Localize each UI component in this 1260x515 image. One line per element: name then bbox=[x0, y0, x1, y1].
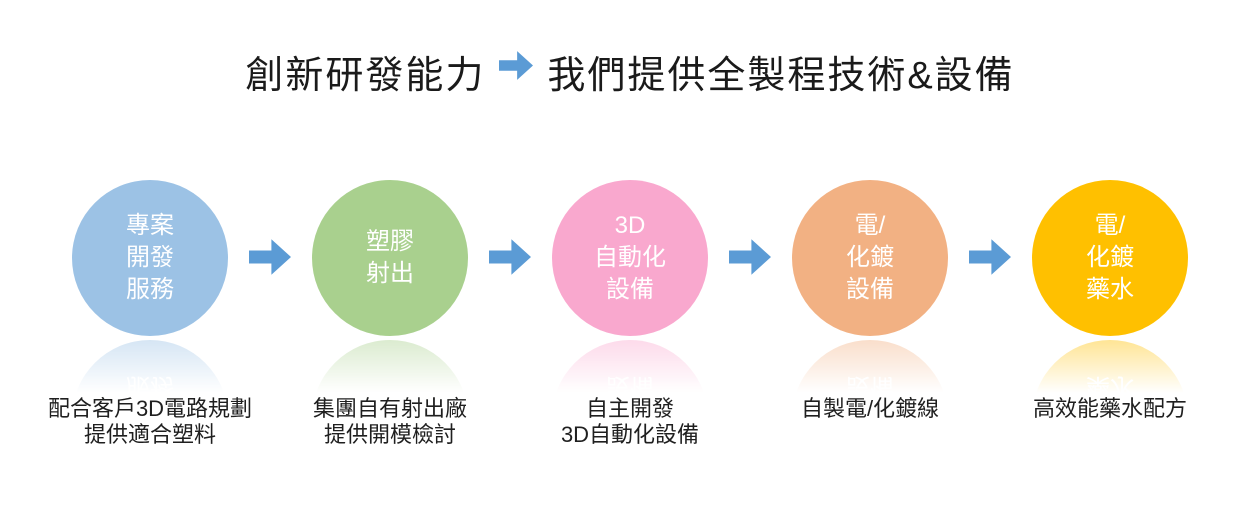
stage-circle: 電/ 化鍍 藥水 bbox=[1032, 180, 1188, 336]
stage-circle-reflection: 專案 開發 服務 bbox=[72, 340, 228, 400]
stage-circle-wrap: 塑膠 射出 塑膠 射出 bbox=[312, 180, 468, 400]
process-flow: 專案 開發 服務 專案 開發 服務 配合客戶3D電路規劃 提供適合塑料 塑膠 射… bbox=[0, 180, 1260, 449]
stage-circle-wrap: 電/ 化鍍 設備 電/ 化鍍 設備 bbox=[792, 180, 948, 400]
stage-circle-reflection: 電/ 化鍍 設備 bbox=[792, 340, 948, 400]
right-arrow-icon bbox=[729, 239, 771, 275]
stage-circle-reflection: 電/ 化鍍 藥水 bbox=[1032, 340, 1188, 400]
stage-circle-reflection: 3D 自動化 設備 bbox=[552, 340, 708, 400]
stage-circle-wrap: 電/ 化鍍 藥水 電/ 化鍍 藥水 bbox=[1032, 180, 1188, 400]
stage-circle-wrap: 3D 自動化 設備 3D 自動化 設備 bbox=[552, 180, 708, 400]
stage-plating-equipment: 電/ 化鍍 設備 電/ 化鍍 設備 自製電/化鍍線 bbox=[771, 180, 969, 422]
stage-plating-chemicals: 電/ 化鍍 藥水 電/ 化鍍 藥水 高效能藥水配方 bbox=[1011, 180, 1209, 422]
stage-circle-label: 電/ 化鍍 設備 bbox=[846, 212, 894, 303]
page-title: 創新研發能力 我們提供全製程技術&設備 bbox=[0, 44, 1260, 99]
stage-circle: 塑膠 射出 bbox=[312, 180, 468, 336]
stage-caption: 集團自有射出廠 提供開模檢討 bbox=[312, 396, 467, 448]
stage-circle-label: 3D 自動化 設備 bbox=[594, 212, 666, 303]
stage-caption: 自製電/化鍍線 bbox=[800, 396, 940, 421]
stage-caption: 高效能藥水配方 bbox=[1032, 396, 1187, 421]
right-arrow-icon bbox=[249, 239, 291, 275]
stage-circle: 3D 自動化 設備 bbox=[552, 180, 708, 336]
stage-circle-label: 專案 開發 服務 bbox=[126, 212, 174, 303]
stage-caption: 配合客戶3D電路規劃 提供適合塑料 bbox=[47, 396, 253, 448]
stage-3d-automation: 3D 自動化 設備 3D 自動化 設備 自主開發 3D自動化設備 bbox=[531, 180, 729, 449]
stage-caption: 自主開發 3D自動化設備 bbox=[560, 396, 700, 448]
stage-project-development: 專案 開發 服務 專案 開發 服務 配合客戶3D電路規劃 提供適合塑料 bbox=[48, 180, 252, 449]
title-right-arrow-icon bbox=[499, 47, 534, 90]
right-arrow-icon bbox=[489, 239, 531, 275]
stage-circle-label: 電/ 化鍍 藥水 bbox=[1086, 212, 1134, 303]
stage-plastic-injection: 塑膠 射出 塑膠 射出 集團自有射出廠 提供開模檢討 bbox=[291, 180, 489, 449]
stage-circle: 專案 開發 服務 bbox=[72, 180, 228, 336]
stage-circle-reflection: 塑膠 射出 bbox=[312, 340, 468, 400]
right-arrow-icon bbox=[969, 239, 1011, 275]
stage-circle: 電/ 化鍍 設備 bbox=[792, 180, 948, 336]
stage-circle-wrap: 專案 開發 服務 專案 開發 服務 bbox=[72, 180, 228, 400]
title-right-text: 我們提供全製程技術&設備 bbox=[547, 55, 1015, 97]
title-left-text: 創新研發能力 bbox=[245, 55, 486, 97]
stage-circle-label: 塑膠 射出 bbox=[366, 228, 414, 287]
